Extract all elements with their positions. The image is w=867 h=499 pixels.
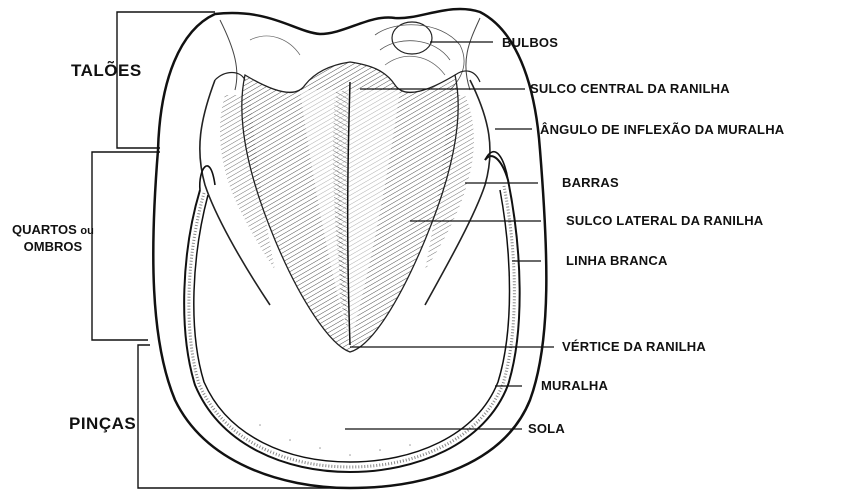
label-muralha: MURALHA bbox=[541, 379, 608, 392]
label-barras: BARRAS bbox=[562, 176, 619, 189]
label-taloes: TALÕES bbox=[71, 62, 142, 79]
label-pincas: PINÇAS bbox=[69, 415, 136, 432]
bulb-right bbox=[392, 22, 432, 54]
label-bulbos: BULBOS bbox=[502, 36, 558, 49]
label-vertice: VÉRTICE DA RANILHA bbox=[562, 340, 706, 353]
label-sulco-lateral: SULCO LATERAL DA RANILHA bbox=[566, 214, 763, 227]
label-ombros: OMBROS bbox=[24, 239, 83, 254]
label-quartos-ombros: QUARTOS ou OMBROS bbox=[12, 222, 94, 255]
label-angulo-inflexao: ÂNGULO DE INFLEXÃO DA MURALHA bbox=[540, 123, 784, 136]
label-sulco-central: SULCO CENTRAL DA RANILHA bbox=[530, 82, 730, 95]
label-ou: ou bbox=[80, 225, 93, 237]
label-linha-branca: LINHA BRANCA bbox=[566, 254, 668, 267]
label-sola: SOLA bbox=[528, 422, 565, 435]
label-quartos: QUARTOS bbox=[12, 222, 77, 237]
